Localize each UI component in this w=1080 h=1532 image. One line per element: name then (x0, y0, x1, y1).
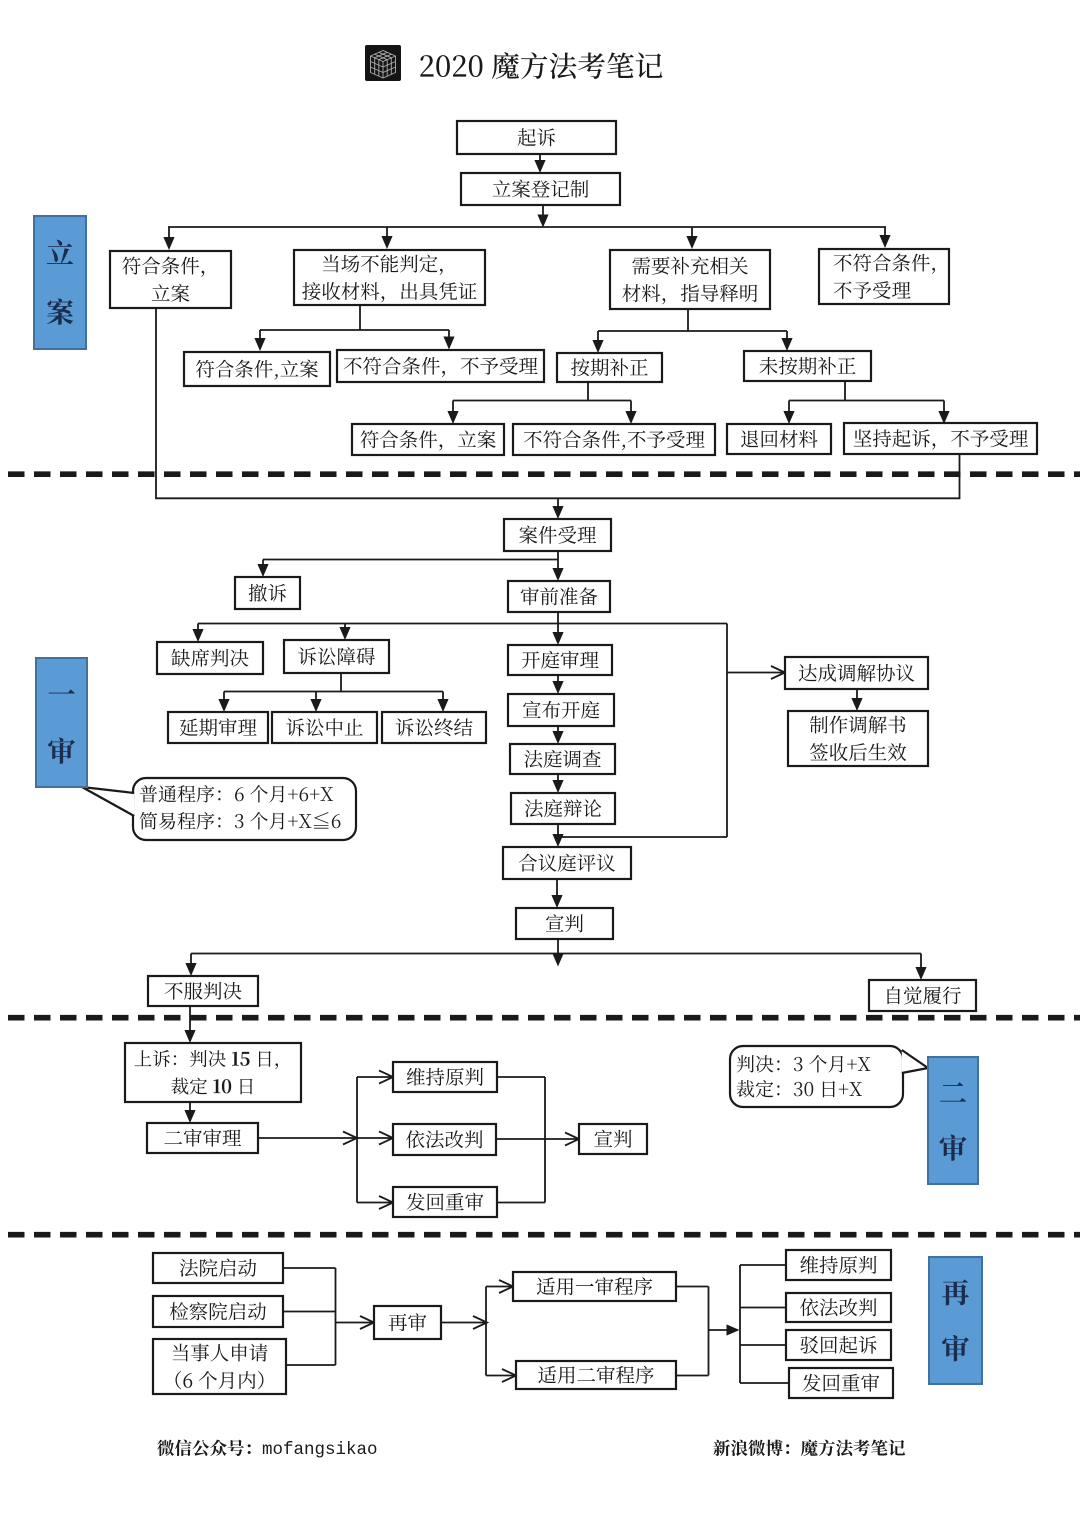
svg-text:mofangsikao: mofangsikao (262, 1440, 378, 1460)
